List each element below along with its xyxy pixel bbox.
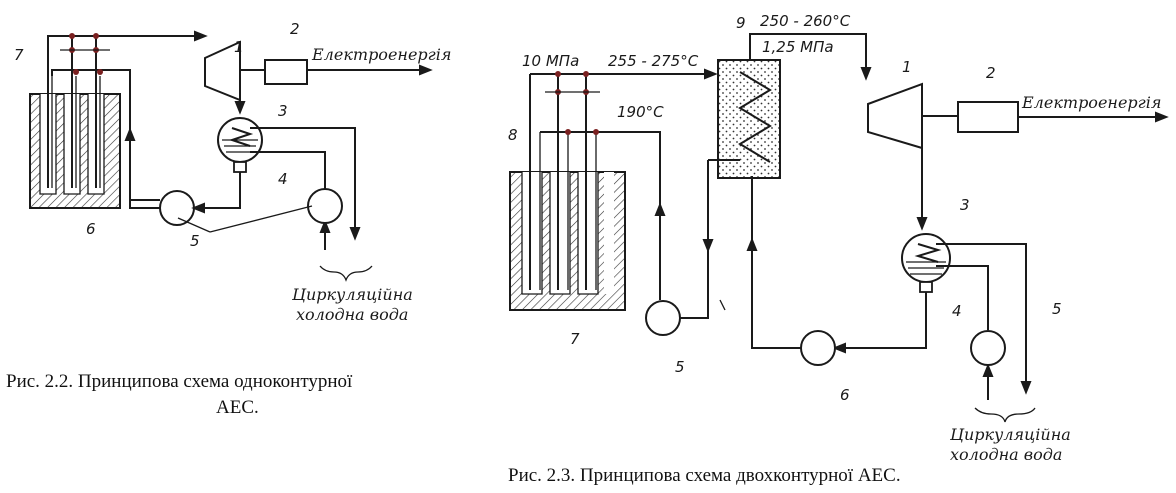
fig23-num6: 6 — [840, 386, 850, 404]
fig22-fuel-channels — [47, 36, 101, 188]
fig22-num6: 6 — [86, 220, 96, 238]
fig22-num3: 3 — [278, 102, 288, 120]
fig23-num2: 2 — [986, 64, 996, 82]
fig23-num9: 9 — [736, 14, 746, 32]
fig23-diagram: 10 МПа 255 - 275°С 190°С 250 - 260°С 1,2… — [508, 12, 1169, 464]
fig23-num4: 4 — [952, 302, 962, 320]
fig23-turbine — [867, 82, 958, 150]
fig22-water-label-1: Циркуляційна — [291, 285, 413, 304]
fig23-steam-generator — [717, 59, 781, 179]
fig23-electricity-label: Електроенергія — [1021, 93, 1161, 112]
fig23-fuel-channels — [529, 74, 587, 290]
fig22-generator — [264, 59, 308, 85]
fig23-p-steam: 1,25 МПа — [762, 38, 834, 56]
fig23-num7: 7 — [570, 330, 580, 348]
fig23-t-return: 190°С — [617, 103, 664, 121]
fig22-num7: 7 — [14, 46, 24, 64]
fig22-caption-line2: АЕС. — [216, 397, 259, 418]
fig23-caption: Рис. 2.3. Принципова схема двохконтурної… — [508, 465, 901, 486]
fig23-num8: 8 — [508, 126, 518, 144]
fig23-t-steam: 250 - 260°С — [760, 12, 851, 30]
fig22-feed-line — [51, 69, 160, 201]
fig23-condenser — [901, 233, 951, 293]
fig23-p-primary: 10 МПа — [522, 52, 579, 70]
fig22-caption-line1: Рис. 2.2. Принципова схема одноконтурної — [6, 371, 353, 392]
fig22-diagram: 7 1 2 3 4 5 6 Електроенергія Циркуляційн… — [14, 20, 451, 324]
fig22-reactor — [29, 93, 121, 209]
fig23-water-label-2: холодна вода — [950, 445, 1062, 464]
fig22-num1: 1 — [234, 38, 244, 56]
fig22-condenser — [217, 117, 263, 173]
fig23-steam-line — [749, 33, 872, 81]
fig23-t-primary: 255 - 275°С — [608, 52, 699, 70]
fig23-feed-pump — [800, 330, 836, 366]
fig23-num5b: 5 — [1052, 300, 1062, 318]
fig23-cooling-pump — [970, 330, 1006, 366]
fig22-num5: 5 — [190, 232, 200, 250]
fig22-cooling-pump — [307, 188, 343, 224]
fig23-num1: 1 — [902, 58, 912, 76]
fig23-primary-cold — [540, 131, 661, 300]
fig23-generator — [957, 101, 1019, 133]
fig23-num3: 3 — [960, 196, 970, 214]
fig22-num4: 4 — [278, 170, 288, 188]
fig23-num5a: 5 — [675, 358, 685, 376]
fig22-steam-line — [47, 30, 208, 48]
fig22-water-label-2: холодна вода — [296, 305, 408, 324]
fig22-feed-pump — [159, 190, 195, 226]
fig22-electricity-label: Електроенергія — [311, 45, 451, 64]
fig23-primary-pump — [645, 300, 681, 336]
fig23-water-label-1: Циркуляційна — [949, 425, 1071, 444]
fig22-num2: 2 — [290, 20, 300, 38]
